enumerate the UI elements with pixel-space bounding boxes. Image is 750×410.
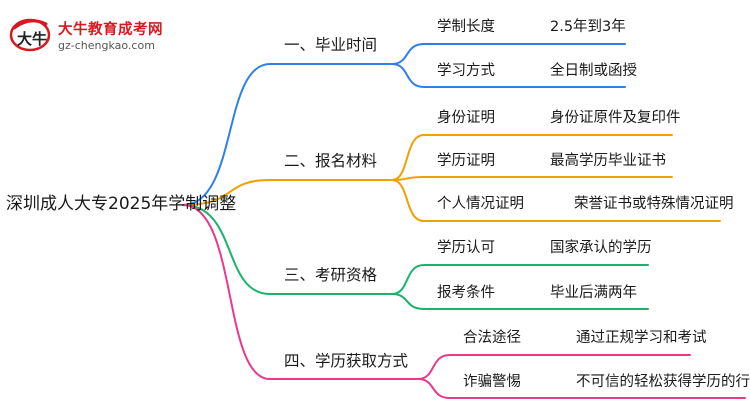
node-exam-conditions: 报考条件 xyxy=(437,285,495,301)
branch-degree-acquisition: 四、学历获取方式 xyxy=(284,352,409,370)
node-study-length: 学制长度 xyxy=(437,19,495,35)
node-identity-proof: 身份证明 xyxy=(437,110,495,126)
node-identity-proof-value: 身份证原件及复印件 xyxy=(550,110,681,126)
node-degree-recognition: 学历认可 xyxy=(437,240,495,256)
node-study-mode-value: 全日制或函授 xyxy=(550,63,637,79)
logo-title: 大牛教育成考网 xyxy=(58,22,163,38)
child-connector-4-2 xyxy=(417,378,746,399)
logo-mark-text: 大牛 xyxy=(17,30,47,48)
branch-postgrad-eligibility: 三、考研资格 xyxy=(284,266,378,284)
branch-connector-2 xyxy=(182,179,393,206)
node-education-proof-value: 最高学历毕业证书 xyxy=(550,153,666,169)
child-connector-2-2 xyxy=(391,176,673,181)
branch-connector-3 xyxy=(182,204,393,295)
node-study-mode: 学习方式 xyxy=(437,63,495,79)
node-fraud-alert-value: 不可信的轻松获得学历的行为 xyxy=(576,374,750,390)
branch-graduation-time: 一、毕业时间 xyxy=(284,36,378,54)
child-connector-4-1 xyxy=(417,354,691,380)
node-legal-route: 合法途径 xyxy=(463,330,521,346)
logo-mark-icon: 大牛 xyxy=(9,18,51,52)
node-degree-recognition-value: 国家承认的学历 xyxy=(550,240,652,256)
site-logo[interactable]: 大牛 大牛教育成考网 gz-chengkao.com xyxy=(8,12,168,56)
child-connector-3-2 xyxy=(391,293,649,310)
node-study-length-value: 2.5年到3年 xyxy=(550,19,626,35)
child-connector-2-1 xyxy=(391,134,673,181)
child-connector-2-3 xyxy=(391,179,721,222)
root-topic: 深圳成人大专2025年学制调整 xyxy=(6,194,237,214)
node-personal-proof-value: 荣誉证书或特殊情况证明 xyxy=(574,196,734,212)
node-education-proof: 学历证明 xyxy=(437,153,495,169)
child-connector-3-1 xyxy=(391,264,649,295)
node-personal-proof: 个人情况证明 xyxy=(437,196,524,212)
branch-connector-4 xyxy=(182,204,419,380)
logo-url: gz-chengkao.com xyxy=(58,39,155,52)
node-legal-route-value: 通过正规学习和考试 xyxy=(576,330,707,346)
child-connector-1-2 xyxy=(391,63,626,88)
node-fraud-alert: 诈骗警惕 xyxy=(463,374,521,390)
child-connector-1-1 xyxy=(391,43,626,65)
branch-application-materials: 二、报名材料 xyxy=(284,152,378,170)
node-exam-conditions-value: 毕业后满两年 xyxy=(550,285,637,301)
branch-connector-1 xyxy=(182,63,393,206)
